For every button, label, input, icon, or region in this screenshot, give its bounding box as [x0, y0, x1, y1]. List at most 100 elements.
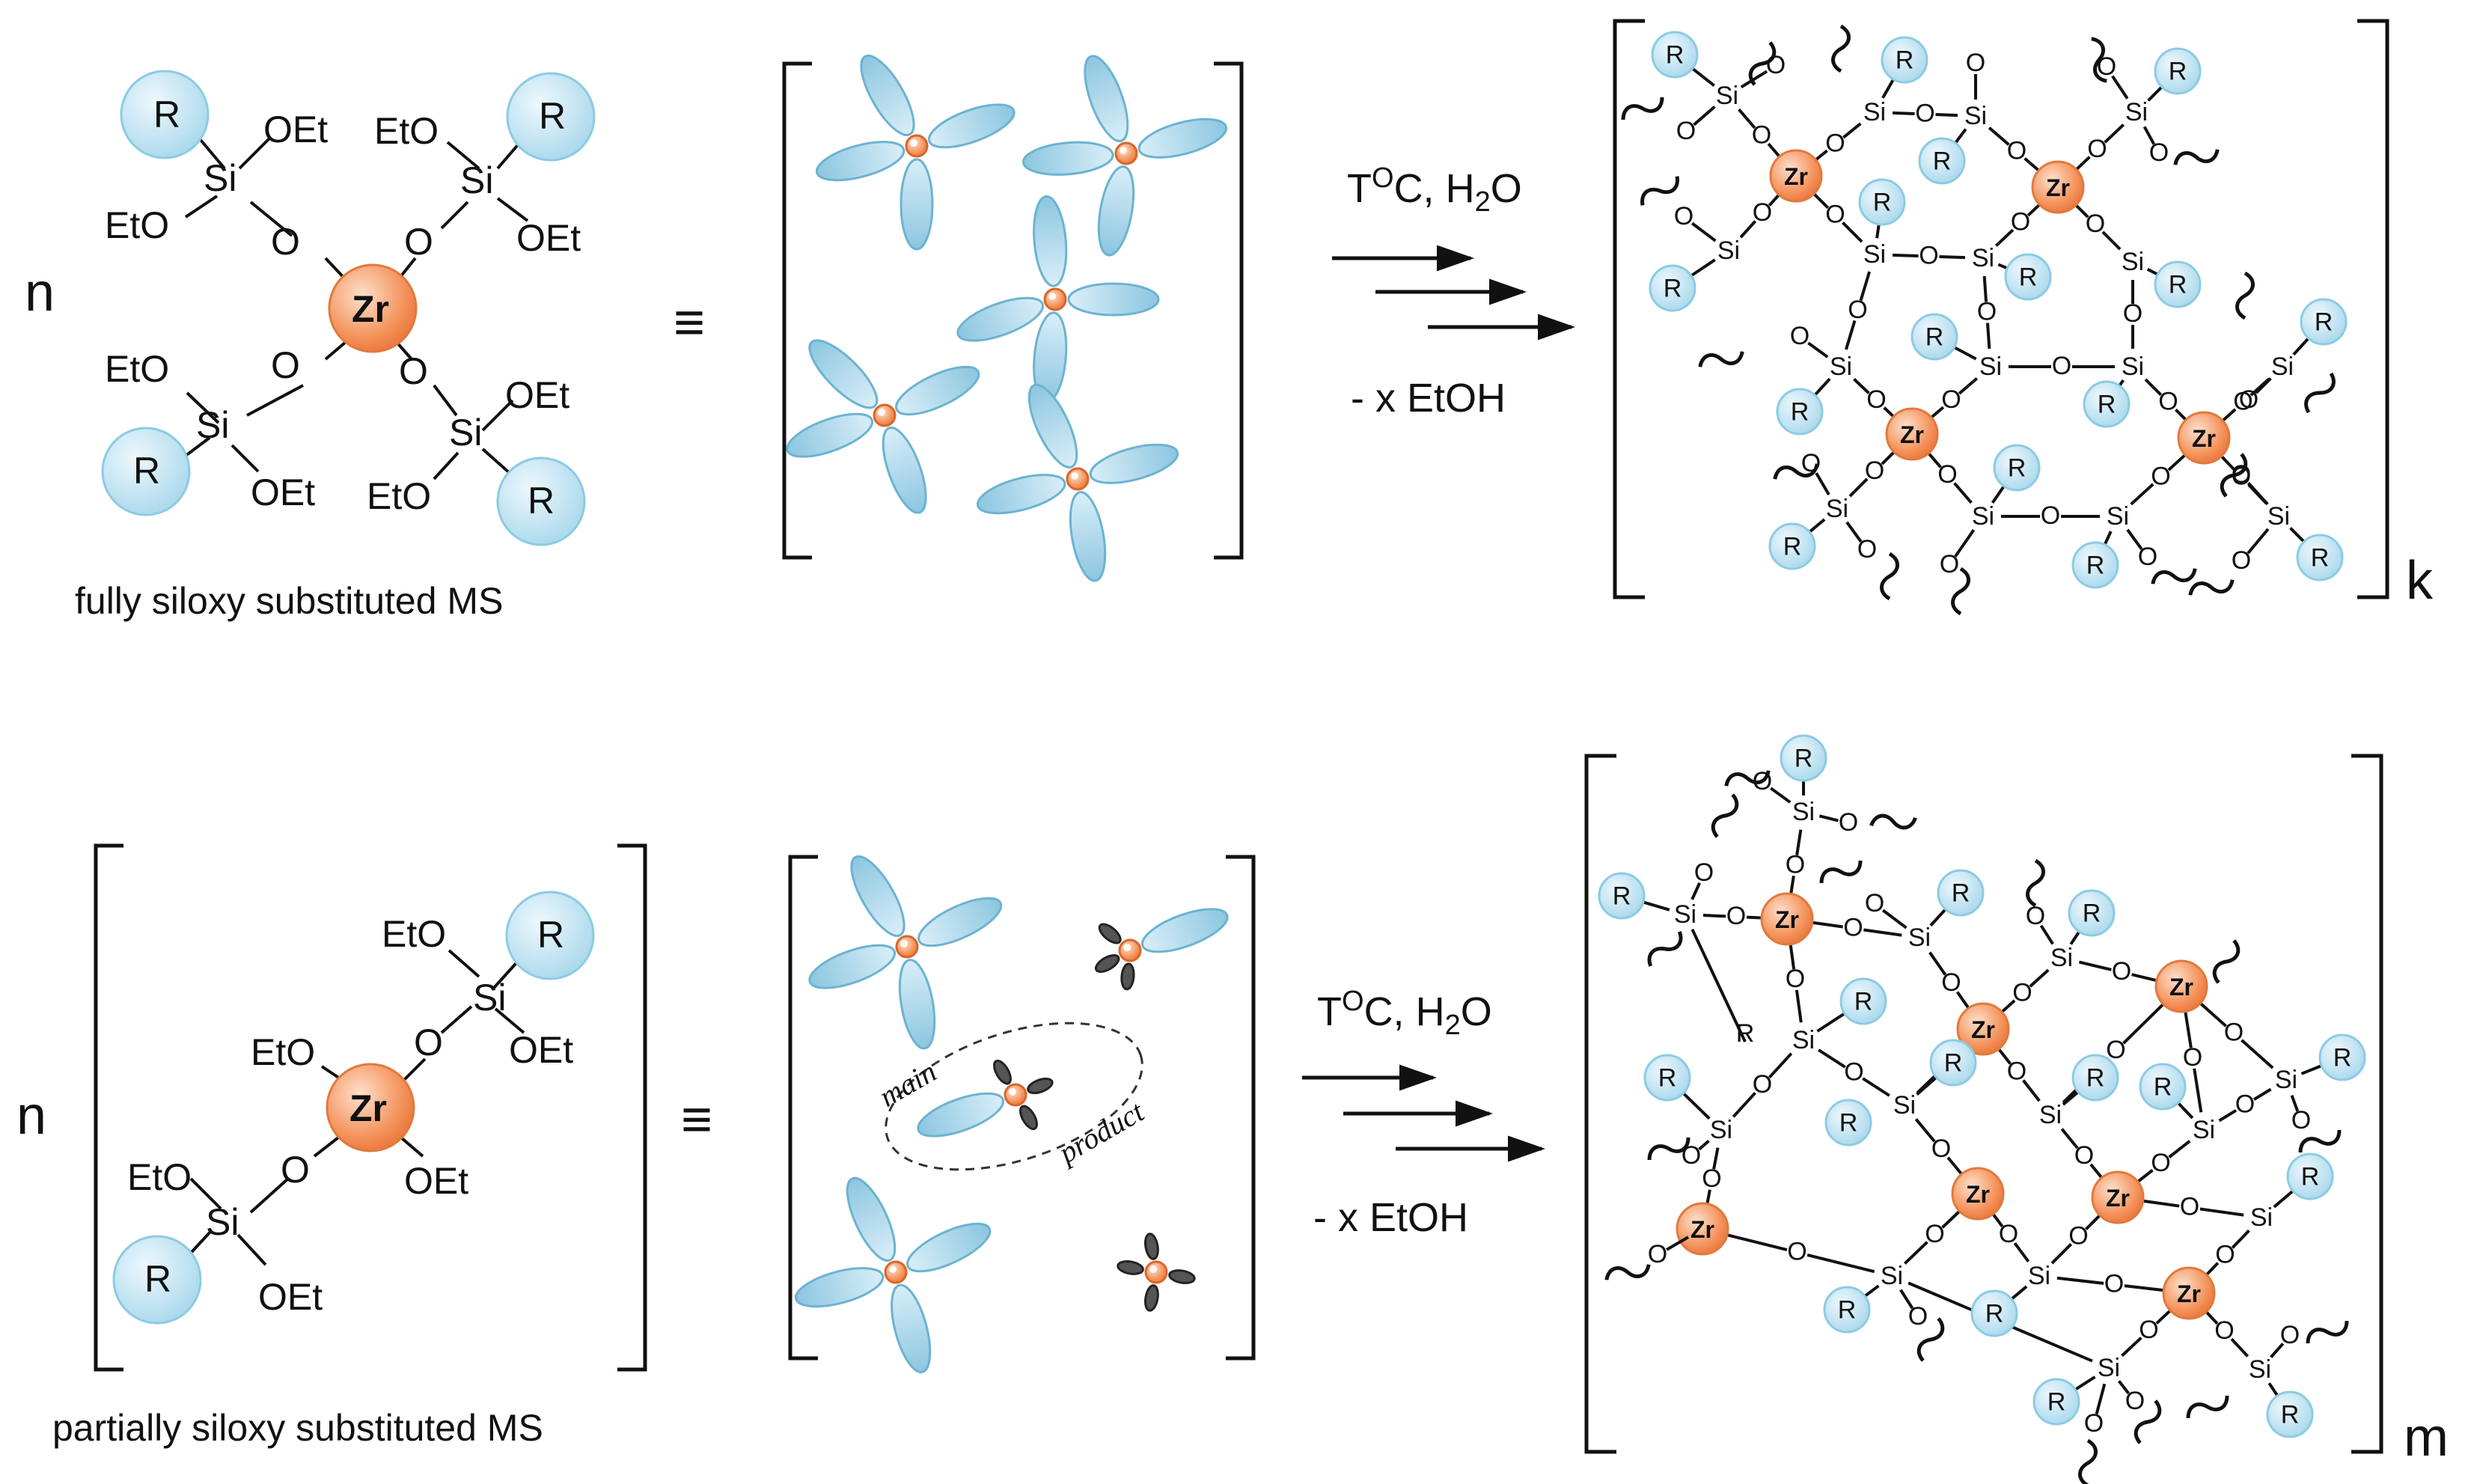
- o-label: O: [2158, 388, 2178, 416]
- r-group-ball: [1929, 1039, 1977, 1087]
- o-label: O: [1790, 322, 1809, 350]
- bond: [2121, 1337, 2142, 1358]
- r-group-ball: [506, 72, 596, 162]
- r-label: R: [2311, 543, 2330, 572]
- o-label: O: [2151, 462, 2170, 491]
- wavy-bond: [1724, 770, 1771, 787]
- zr-label: Zr: [2169, 974, 2193, 1001]
- wavy-bond: [2151, 568, 2197, 584]
- o-label: O: [1865, 457, 1884, 485]
- zr-node: [1760, 892, 1814, 946]
- bond: [2230, 1337, 2250, 1358]
- wavy-bond: [2186, 1395, 2229, 1419]
- zr-label: Zr: [2106, 1185, 2130, 1212]
- bond: [1946, 1156, 1963, 1176]
- wavy-line: [2186, 1395, 2229, 1419]
- r-group-ball: [2286, 1152, 2334, 1200]
- bottom-equiv-sign: ≡: [681, 1090, 712, 1149]
- bond: [2193, 1068, 2203, 1113]
- wavy-line: [1748, 41, 1777, 86]
- bond: [2292, 337, 2310, 356]
- wavy-bond: [1748, 41, 1777, 86]
- wavy-line: [2026, 858, 2045, 908]
- siloxy-petal: [1033, 195, 1068, 287]
- wavy-bond: [2235, 271, 2255, 320]
- si-label: Si: [2271, 352, 2294, 381]
- r-group-ball: [2318, 1033, 2366, 1081]
- bond: [2089, 1163, 2104, 1179]
- bond: [1892, 253, 1919, 258]
- bond: [2177, 1102, 2194, 1120]
- zr-core: [884, 1260, 908, 1284]
- o-label: O: [1753, 198, 1772, 227]
- bond: [1916, 1076, 1937, 1096]
- top-schematic-bracket: [782, 54, 1244, 582]
- wavy-bond: [1647, 931, 1683, 967]
- siloxy-petal: [927, 103, 1015, 149]
- schematic-precursor: [976, 383, 1179, 582]
- si-label: Si: [1972, 502, 1994, 531]
- wavy-line: [2220, 453, 2248, 498]
- r-group-ball: [1823, 1286, 1871, 1334]
- bottom-monomer: n R R Zr Si Si O O EtO OEt EtO OEt EtO O…: [16, 843, 647, 1449]
- bond: [1982, 275, 1988, 302]
- bottom-condition-above: TOC, H2O: [1317, 986, 1492, 1041]
- bond: [1767, 142, 1781, 158]
- zr-label: Zr: [1966, 1181, 1990, 1208]
- r-label: R: [2047, 1387, 2066, 1416]
- wavy-line: [1604, 1264, 1651, 1280]
- wavy-bond: [1711, 793, 1739, 838]
- bond: [2010, 1285, 2028, 1301]
- bond: [1930, 406, 1945, 419]
- siloxy-petal: [956, 296, 1045, 342]
- o-label: O: [2291, 1106, 2311, 1135]
- r-group-ball: [496, 457, 586, 546]
- bond: [2050, 1242, 2073, 1265]
- r-label: R: [2281, 1400, 2300, 1429]
- r-label: R: [2169, 270, 2187, 299]
- bond: [2131, 973, 2157, 983]
- zr-core: [905, 134, 929, 158]
- r-label: R: [1952, 879, 1970, 907]
- r-group-ball: [1937, 869, 1985, 917]
- si-label: Si: [206, 1201, 239, 1243]
- bond: [2273, 1189, 2294, 1209]
- r-group-ball: [120, 70, 210, 159]
- r-label: R: [2008, 454, 2027, 482]
- zr-label: Zr: [1971, 1016, 1995, 1043]
- o-label: O: [1674, 202, 1693, 230]
- siloxy-petal: [976, 474, 1066, 515]
- o-label: O: [1787, 1238, 1806, 1266]
- zr-label: Zr: [1691, 1216, 1714, 1243]
- eto-label: EtO: [105, 348, 169, 390]
- siloxy-petal: [898, 959, 936, 1050]
- zr-label: Zr: [2177, 1280, 2201, 1307]
- o-label: O: [2112, 957, 2131, 986]
- siloxy-petal: [815, 141, 905, 182]
- main-label: main: [873, 1054, 942, 1114]
- bond: [2104, 123, 2125, 144]
- eto-label: EtO: [105, 204, 169, 246]
- bond: [2075, 156, 2091, 171]
- wavy-line: [1951, 567, 1970, 616]
- r-label: R: [1736, 1019, 1755, 1048]
- wavy-line: [2304, 372, 2336, 414]
- o-label: O: [2074, 1141, 2094, 1170]
- zr-highlight: [910, 139, 917, 147]
- zr-node: [2154, 959, 2208, 1013]
- o-label: O: [2138, 543, 2157, 571]
- o-label: O: [2139, 1316, 2158, 1344]
- o-label: O: [2151, 1149, 2170, 1177]
- r-group-ball: [1643, 1054, 1691, 1102]
- o-label: O: [1908, 1302, 1928, 1331]
- r-label: R: [2169, 57, 2187, 85]
- wavy-bond: [2026, 858, 2045, 908]
- r-group-ball: [112, 1235, 202, 1325]
- top-caption: fully siloxy substituted MS: [75, 580, 503, 622]
- bond: [2144, 378, 2163, 397]
- bottom-schematic-bracket: main product: [788, 855, 1256, 1374]
- bottom-caption: partially siloxy substituted MS: [52, 1407, 543, 1449]
- r-label: R: [1666, 40, 1685, 69]
- r-label: R: [1985, 1299, 2004, 1328]
- bond: [1903, 1241, 1928, 1265]
